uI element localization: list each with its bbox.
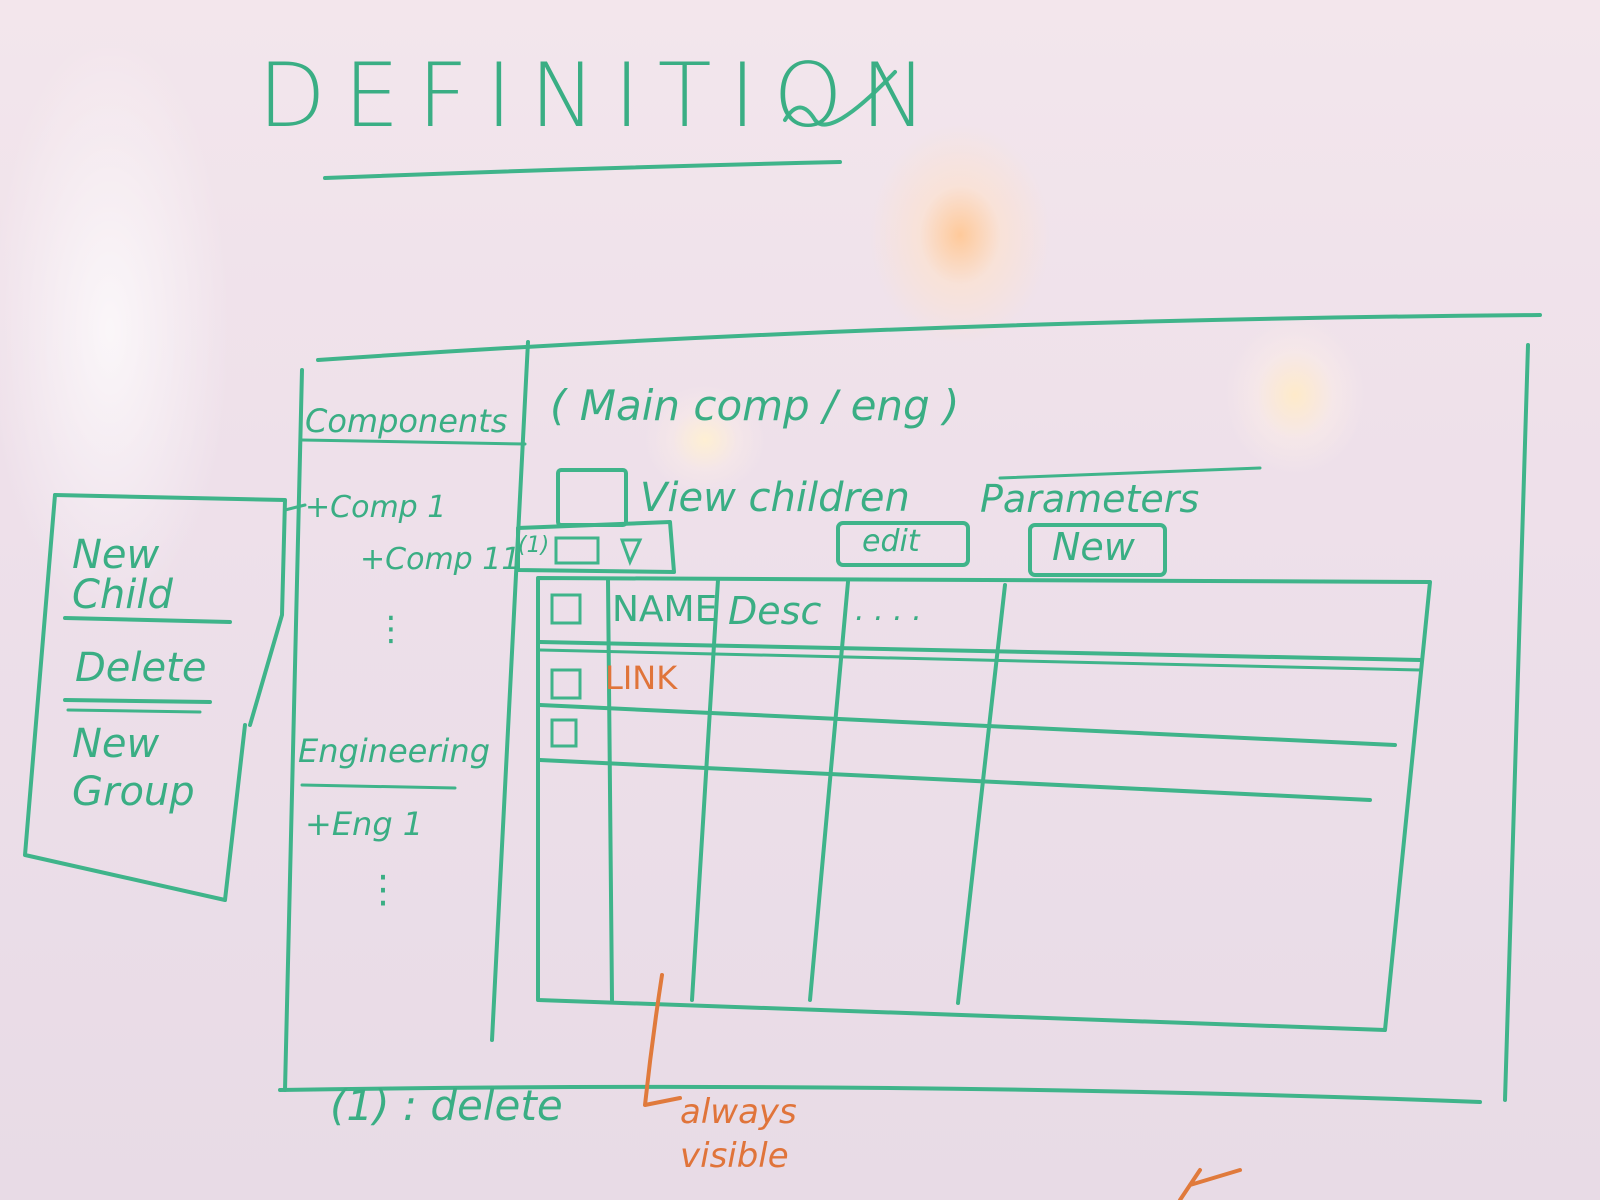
- delete-marker[interactable]: (1): [518, 533, 550, 558]
- tree-ellipsis-2: ⋮: [364, 867, 402, 911]
- new-button[interactable]: New: [1052, 525, 1135, 569]
- menu-item-delete[interactable]: Delete: [75, 645, 207, 691]
- tree-ellipsis-1: ⋮: [374, 609, 408, 649]
- legend-delete: (1) : delete: [330, 1081, 563, 1130]
- menu-item-new-child[interactable]: New Child: [72, 532, 173, 618]
- tree-item-comp-1[interactable]: +Comp 1: [305, 490, 447, 525]
- page-title: DEFINITION: [258, 44, 945, 147]
- menu-item-new-group[interactable]: New Group: [72, 721, 195, 815]
- column-header-desc[interactable]: Desc: [728, 589, 822, 633]
- view-children-label[interactable]: View children: [640, 475, 910, 521]
- main-heading: ( Main comp / eng ): [550, 381, 960, 430]
- tree-item-eng-1[interactable]: +Eng 1: [305, 805, 424, 843]
- tree-header-components[interactable]: Components: [305, 402, 508, 440]
- column-header-more: . . . .: [855, 593, 922, 628]
- note-always-visible: always visible: [680, 1092, 797, 1176]
- tree-item-comp-11[interactable]: +Comp 11: [360, 542, 521, 577]
- tree-header-engineering[interactable]: Engineering: [298, 732, 490, 770]
- parameters-label: Parameters: [980, 477, 1200, 521]
- table-row-link[interactable]: LINK: [605, 659, 678, 697]
- column-header-name[interactable]: NAME: [612, 589, 718, 630]
- edit-button[interactable]: edit: [862, 524, 920, 559]
